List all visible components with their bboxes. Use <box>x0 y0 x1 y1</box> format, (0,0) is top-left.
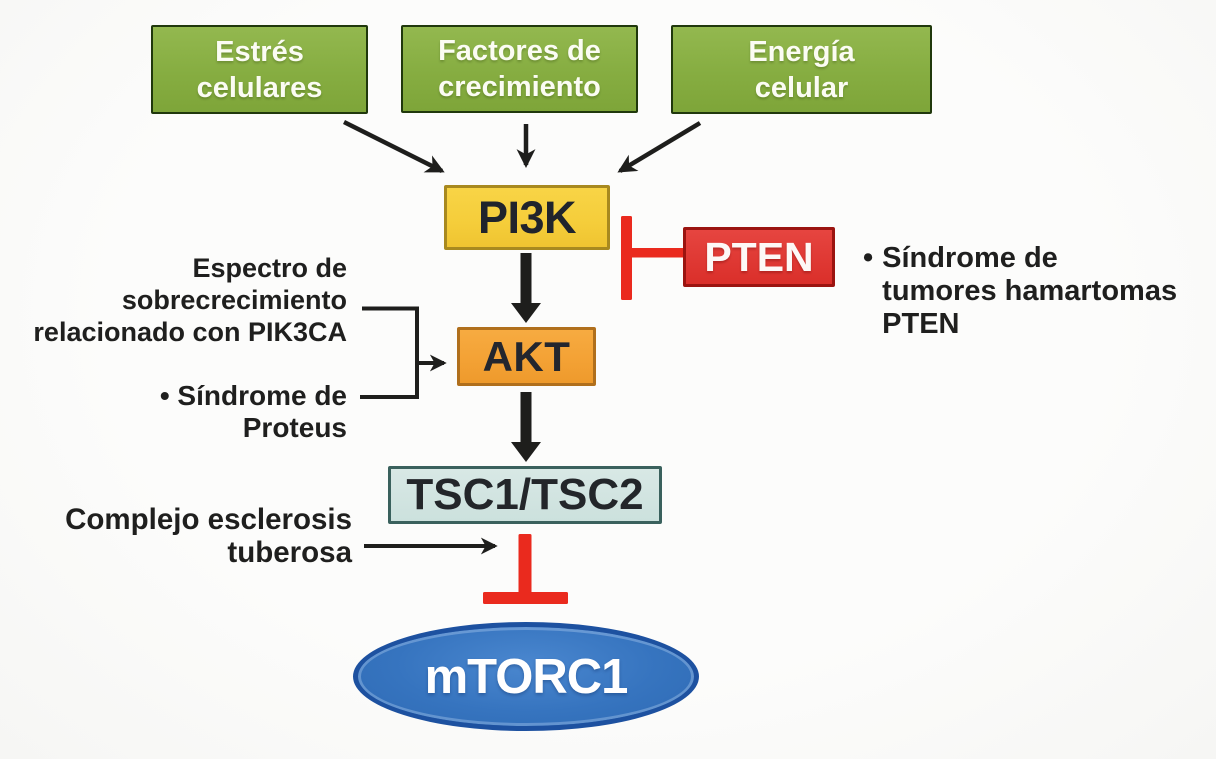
inhibitor-tsc-stem <box>518 534 532 594</box>
inhibitor-pten-bar <box>621 216 632 300</box>
node-pten-label: PTEN <box>704 233 814 280</box>
node-pi3k-label: PI3K <box>477 191 577 243</box>
inhibitor-pten-stem <box>630 248 685 258</box>
annotation-tuberous-sclerosis: Complejo esclerosis tuberosa <box>65 503 352 569</box>
node-cellular-stress-label: Estrés celulares <box>196 35 323 104</box>
node-cellular-stress: Estrés celulares <box>151 25 368 114</box>
node-mtorc1-label: mTORC1 <box>424 649 629 704</box>
node-mtorc1: mTORC1 <box>353 622 699 731</box>
node-pten: PTEN <box>683 227 835 287</box>
arrow-energy-pi3k <box>617 121 702 173</box>
arrow-pi3k-akt <box>511 253 541 323</box>
bullet-icon: • <box>863 242 874 274</box>
node-cellular-energy-label: Energía celular <box>748 35 855 104</box>
arrow-akt-tsc <box>511 392 541 462</box>
node-akt-label: AKT <box>482 332 571 380</box>
node-pi3k: PI3K <box>444 185 610 250</box>
annotation-pten-hamartoma-syndrome: • Síndrome de tumores hamartomas PTEN <box>863 242 1177 341</box>
node-cellular-energy: Energía celular <box>671 25 932 114</box>
node-growth-factors: Factores de crecimiento <box>401 25 638 113</box>
annotation-pik3ca-overgrowth: Espectro de sobrecrecimiento relacionado… <box>33 253 347 347</box>
annotation-proteus-syndrome: • Síndrome de Proteus <box>159 380 347 443</box>
annotation-pten-hamartoma-syndrome-text: Síndrome de tumores hamartomas PTEN <box>882 242 1178 340</box>
node-tsc1-tsc2: TSC1/TSC2 <box>388 466 662 524</box>
arrow-stress-pi3k <box>342 119 445 174</box>
bracket-annotations-akt <box>360 306 419 399</box>
node-tsc1-tsc2-label: TSC1/TSC2 <box>406 470 644 519</box>
inhibitor-tsc-bar <box>483 592 568 604</box>
node-growth-factors-label: Factores de crecimiento <box>438 35 601 103</box>
node-akt: AKT <box>457 327 596 386</box>
